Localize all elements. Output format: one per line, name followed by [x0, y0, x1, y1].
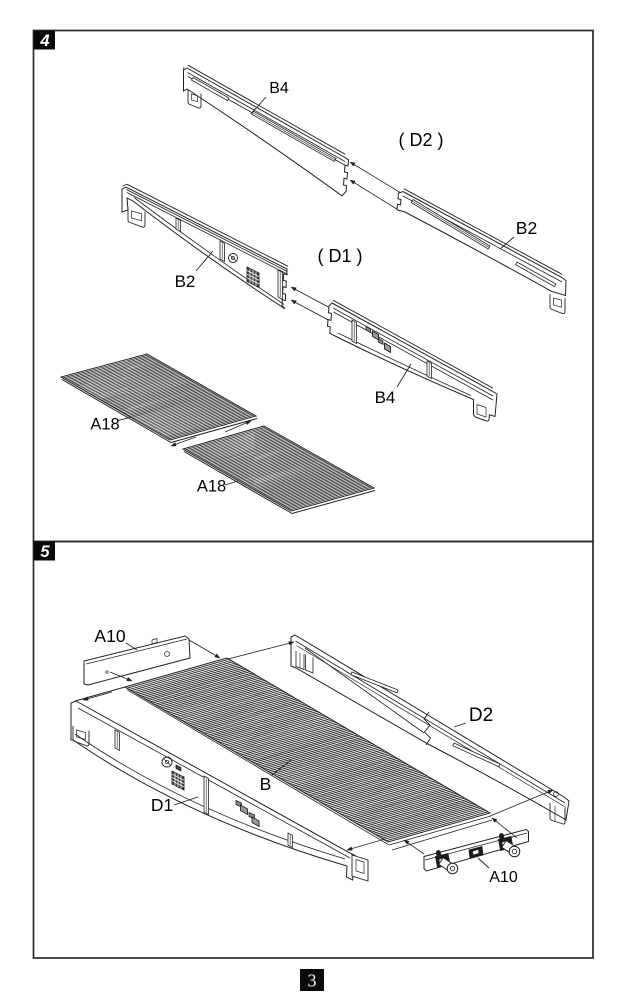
svg-text:4: 4 [39, 32, 49, 50]
svg-text:( D1 ): ( D1 ) [318, 246, 363, 266]
svg-text:( D2 ): ( D2 ) [399, 130, 444, 150]
svg-text:5: 5 [40, 543, 50, 561]
svg-text:B4: B4 [269, 80, 289, 97]
svg-text:A10: A10 [489, 869, 518, 886]
svg-text:B2: B2 [175, 272, 196, 291]
svg-text:D2: D2 [469, 705, 493, 726]
svg-text:B2: B2 [516, 218, 537, 238]
svg-text:A18: A18 [90, 416, 119, 434]
svg-text:A18: A18 [197, 478, 226, 496]
svg-text:A10: A10 [94, 626, 125, 646]
svg-text:B: B [260, 774, 272, 794]
svg-text:B4: B4 [375, 388, 396, 407]
svg-text:3: 3 [308, 971, 317, 991]
svg-text:D1: D1 [151, 795, 173, 815]
